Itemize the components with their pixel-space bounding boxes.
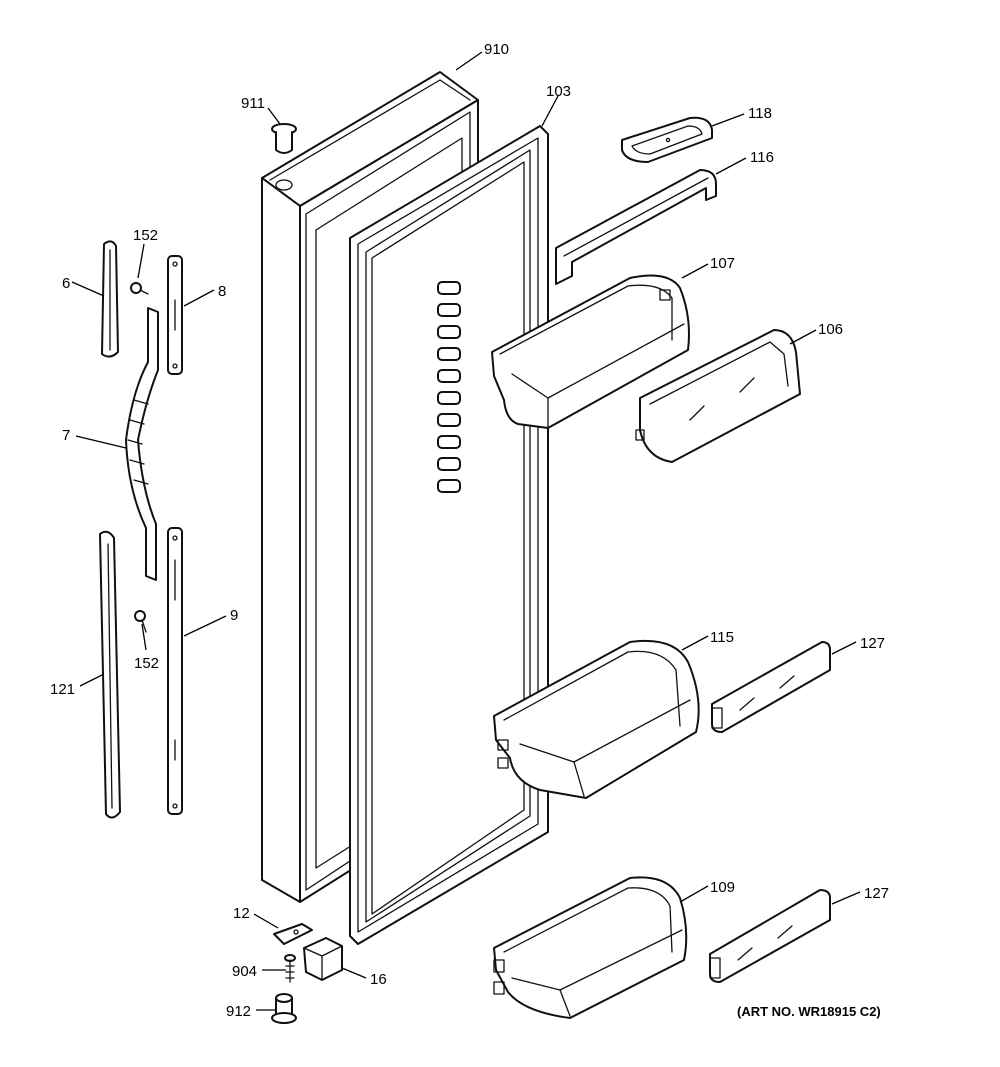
part-152-screw-upper [130,282,149,295]
callout-904: 904 [232,963,257,980]
part-6-upper-handle-trim [101,240,119,358]
leader-7 [75,435,127,449]
leader-103 [541,95,559,127]
leader-910 [455,51,483,71]
callout-107: 107 [710,255,735,272]
art-number: (ART NO. WR18915 C2) [737,1004,881,1019]
leader-9 [183,615,227,637]
callout-106: 106 [818,321,843,338]
callout-121: 121 [50,681,75,698]
liner-shelf-supports [437,281,461,493]
part-127-bin-front-upper [711,641,831,733]
part-152-screw-lower [134,610,147,633]
callout-910: 910 [484,41,509,58]
callout-8: 8 [218,283,226,300]
callout-leader-lines [71,51,861,1011]
callout-118: 118 [748,105,772,122]
part-116-dairy-door [555,169,717,285]
callout-109: 109 [710,879,735,896]
callout-127-lower: 127 [864,885,889,902]
callout-152-upper: 152 [133,227,158,244]
callout-912: 912 [226,1003,251,1020]
part-912-hinge-bushing [271,993,297,1024]
callout-7: 7 [62,427,70,444]
callout-labels: 910 911 103 118 116 152 6 8 107 106 7 9 … [50,41,889,1020]
part-16-door-stop [303,937,343,981]
callout-911: 911 [241,95,265,112]
leader-109 [679,885,709,903]
leader-107 [681,263,709,279]
part-8-upper-handle-cap [167,255,183,375]
callout-9: 9 [230,607,238,624]
callout-6: 6 [62,275,70,292]
part-911-hinge-bushing [271,123,297,154]
part-118-dairy-cover [621,116,713,163]
leader-16 [341,967,367,979]
callout-115: 115 [710,629,734,646]
callout-103: 103 [546,83,571,100]
part-115-door-bin [493,639,700,799]
callout-152-lower: 152 [134,655,159,672]
leader-8 [183,289,215,307]
leader-911 [267,107,281,125]
leader-127a [831,641,857,655]
leader-121 [79,673,105,687]
part-106-bin-front [635,329,801,463]
callout-127-upper: 127 [860,635,885,652]
callout-116: 116 [750,149,774,166]
callout-16: 16 [370,971,387,988]
leader-115 [681,635,709,651]
leader-116 [715,157,747,175]
part-107-door-bin [491,274,690,429]
part-12-hinge-plate [273,923,313,945]
part-109-door-bin [493,876,688,1019]
callout-12: 12 [233,905,250,922]
part-121-lower-handle-trim [99,530,121,819]
part-904-screw [284,954,296,983]
leader-12 [253,913,279,929]
part-7-handle [125,307,159,581]
leader-118 [711,113,745,127]
part-127-bin-front-lower [709,889,831,983]
leader-127b [831,891,861,905]
leader-106 [789,329,817,345]
part-103-door-gasket [349,125,549,945]
leader-6 [71,281,105,297]
leader-152a [137,243,145,279]
leader-152b [141,623,147,651]
part-9-lower-handle-cap [167,527,183,815]
